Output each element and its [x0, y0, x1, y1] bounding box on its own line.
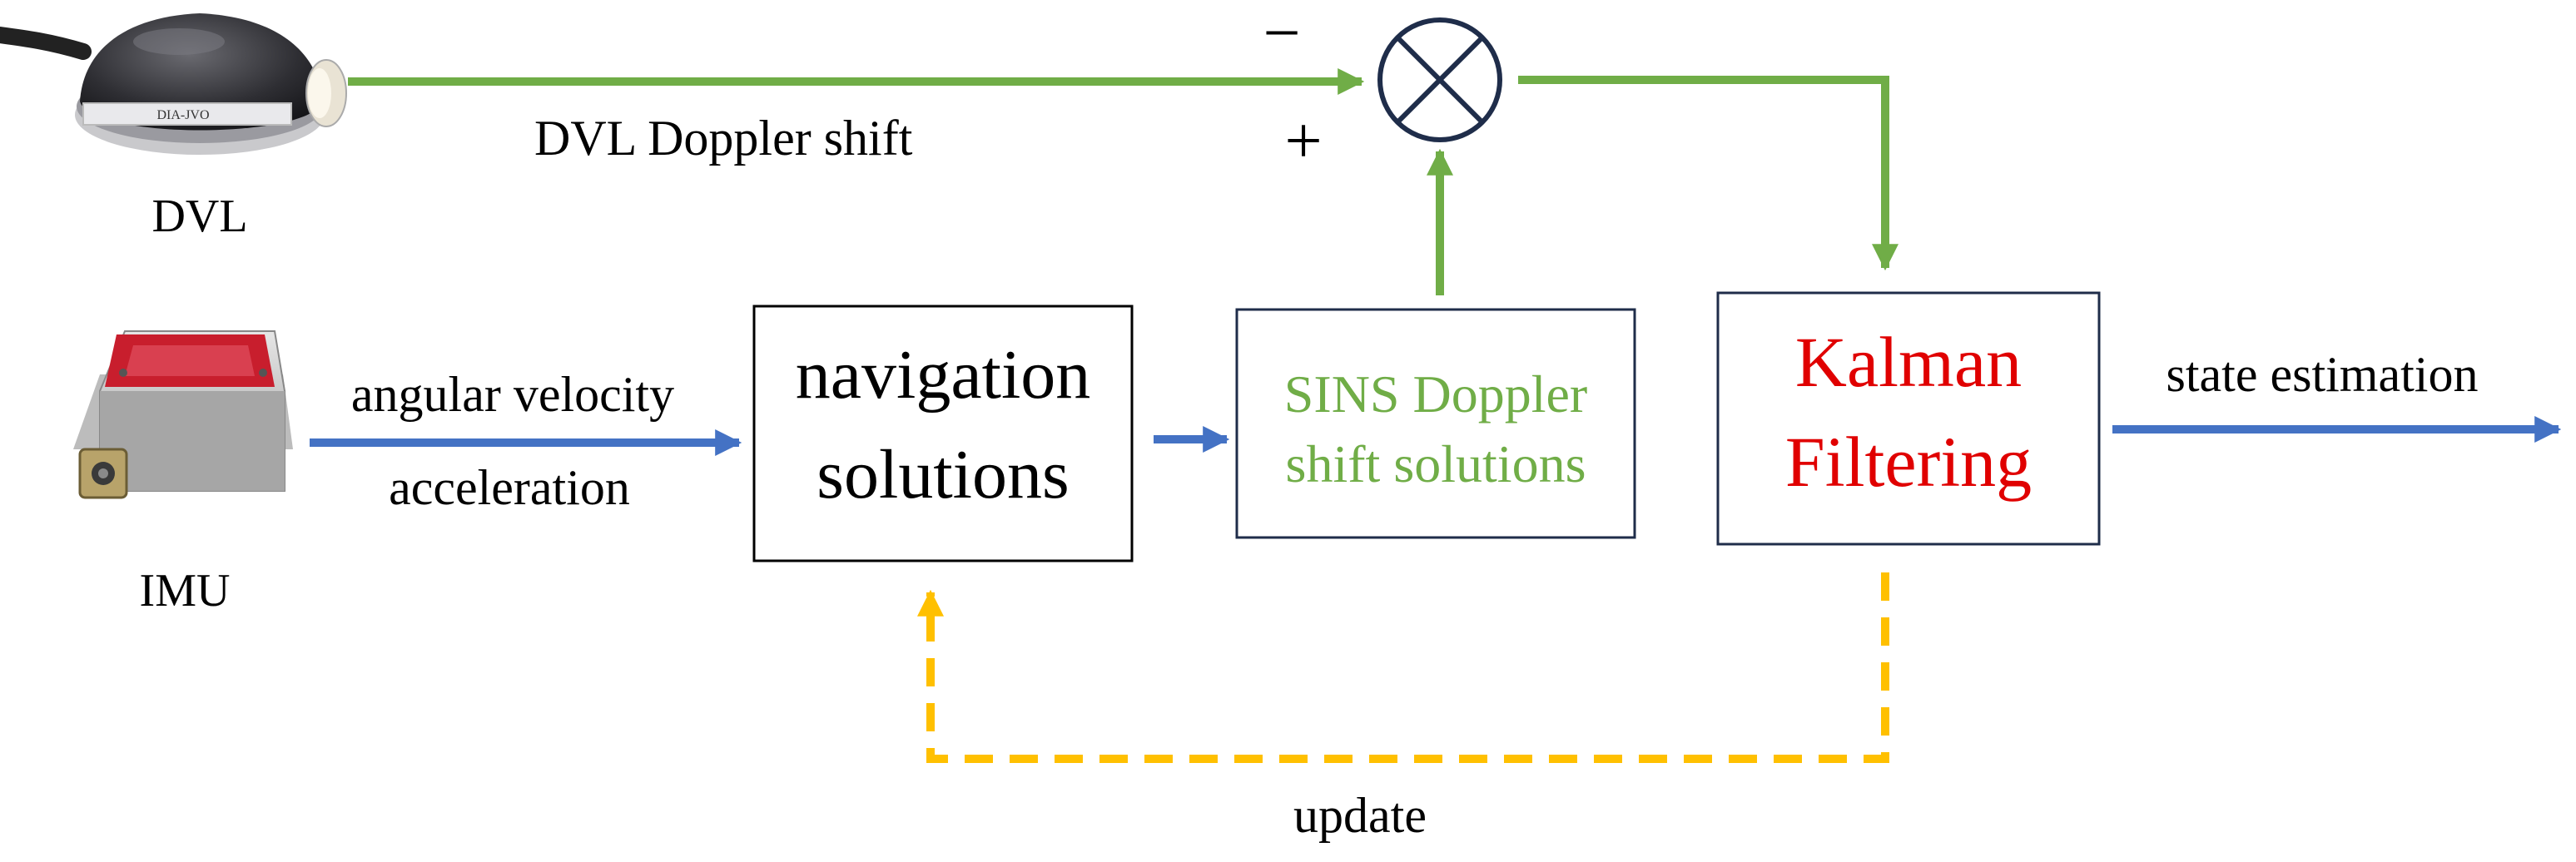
kalman-box-line1: Kalman	[1795, 322, 2022, 402]
sum-to-kalman-arrow	[1518, 76, 1899, 271]
output-signal-label: state estimation	[2167, 347, 2479, 402]
navigation-solutions-box: navigation solutions	[752, 305, 1134, 562]
imu-signal-label-line2: acceleration	[389, 460, 630, 515]
sins-box-line2: shift solutions	[1286, 434, 1586, 493]
imu-signal-label-line1: angular velocity	[351, 367, 674, 422]
plus-sign: +	[1284, 105, 1322, 178]
feedback-label: update	[1293, 788, 1427, 843]
dvl-signal-label: DVL Doppler shift	[534, 111, 913, 166]
nav-box-line1: navigation	[796, 336, 1091, 414]
imu-device-label: IMU	[140, 565, 231, 617]
dvl-device-text: DIA-JVO	[156, 108, 209, 122]
dvl-device-image: DIA-JVO	[0, 13, 347, 155]
update-feedback-arrow	[916, 572, 1889, 763]
sins-box-line1: SINS Doppler	[1284, 364, 1587, 424]
kalman-box-line2: Filtering	[1785, 422, 2032, 502]
kalman-filtering-box: Kalman Filtering	[1716, 291, 2101, 546]
dvl-device-label: DVL	[151, 191, 247, 242]
imu-device-image	[73, 330, 293, 499]
sins-doppler-box: SINS Doppler shift solutions	[1235, 308, 1636, 539]
summing-junction	[1377, 17, 1502, 142]
nav-box-line2: solutions	[816, 436, 1069, 513]
minus-sign: −	[1263, 0, 1300, 70]
